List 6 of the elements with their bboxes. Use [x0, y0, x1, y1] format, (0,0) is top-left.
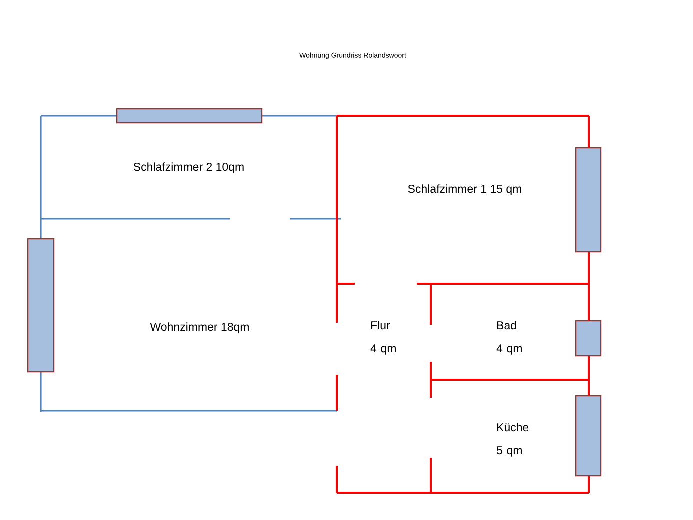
room-label: Schlafzimmer 2 10qm — [134, 162, 244, 174]
room-label: Schlafzimmer 1 15 qm — [408, 184, 522, 196]
room-label: Flur 4 qm — [370, 321, 396, 355]
room-label: Küche 5 qm — [497, 423, 529, 457]
room-label: Wohnzimmer 18qm — [150, 322, 249, 334]
room-label: Bad 4 qm — [496, 321, 522, 355]
